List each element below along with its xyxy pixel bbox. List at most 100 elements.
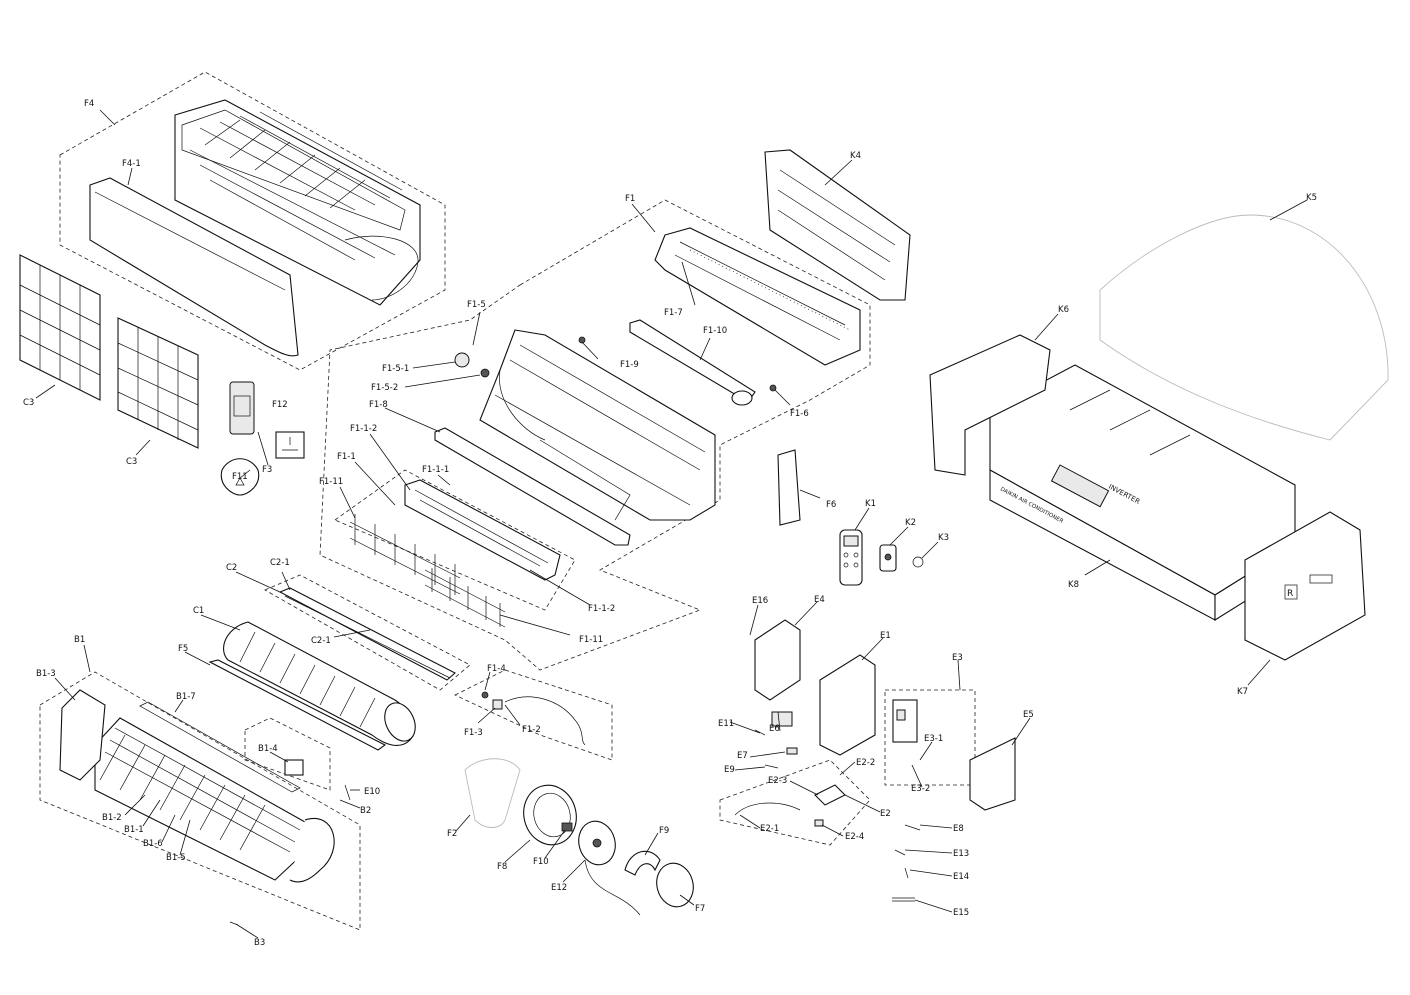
swing-flap	[278, 587, 456, 681]
label-f4-1: F4-1	[122, 159, 141, 169]
label-k8: K8	[1068, 580, 1079, 590]
label-b1: B1	[74, 635, 85, 645]
label-b1-5: B1-5	[166, 853, 186, 863]
label-k1: K1	[865, 499, 876, 509]
label-e3: E3	[952, 653, 963, 663]
rear-air-guide	[654, 227, 861, 366]
label-e1: E1	[880, 631, 891, 641]
label-f11: F11	[232, 472, 248, 482]
packing-bag	[1099, 214, 1389, 441]
label-f1-5: F1-5	[467, 300, 486, 310]
label-e2-4: E2-4	[845, 832, 864, 842]
label-f10: F10	[533, 857, 549, 867]
label-k6: K6	[1058, 305, 1069, 315]
label-e3-1: E3-1	[924, 734, 943, 744]
motor-clamp	[624, 850, 661, 876]
fan-bearing	[464, 758, 521, 828]
label-c2: C2	[226, 563, 237, 573]
label-b2: B2	[360, 806, 371, 816]
label-f1-9: F1-9	[620, 360, 639, 370]
screw-f1-6	[769, 384, 777, 392]
label-e7: E7	[737, 751, 748, 761]
label-f1-4: F1-4	[487, 664, 506, 674]
mounting-plate	[764, 149, 911, 301]
wire-harnesses	[892, 824, 921, 902]
fan-motor	[578, 820, 641, 916]
batteries	[912, 556, 924, 568]
label-e4: E4	[814, 595, 825, 605]
label-c3-left: C3	[23, 398, 34, 408]
group-outline-b1-4	[244, 717, 331, 791]
label-f1-10: F1-10	[703, 326, 727, 336]
label-e2-2: E2-2	[856, 758, 875, 768]
instruction-label	[275, 431, 305, 459]
label-k7: K7	[1237, 687, 1248, 697]
label-f1-5-2: F1-5-2	[371, 383, 398, 393]
label-e3-2: E3-2	[911, 784, 930, 794]
front-grille-assembly	[479, 329, 716, 521]
label-b1-4: B1-4	[258, 744, 278, 754]
top-cover-strip	[139, 701, 301, 793]
packing-block-left	[929, 334, 1051, 476]
label-f1-7: F1-7	[664, 308, 683, 318]
label-e2-3: E2-3	[768, 776, 787, 786]
label-f1-1-2-top: F1-1-2	[350, 424, 377, 434]
group-outline-e2	[719, 759, 871, 846]
group-outline-f4	[59, 71, 446, 371]
label-f1-11-top: F1-11	[319, 477, 343, 487]
label-e10: E10	[364, 787, 380, 797]
sensor-parts	[754, 729, 798, 769]
label-e16: E16	[752, 596, 768, 606]
swing-motor-parts	[481, 691, 586, 746]
label-b1-3: B1-3	[36, 669, 56, 679]
label-f3: F3	[262, 465, 272, 475]
front-panel	[89, 177, 299, 357]
label-f7: F7	[695, 904, 705, 914]
label-f1-6: F1-6	[790, 409, 809, 419]
label-k5: K5	[1306, 193, 1317, 203]
leader-lines	[35, 109, 1308, 939]
remote-holder	[879, 544, 897, 572]
packing-block-right	[1244, 511, 1366, 661]
label-f9: F9	[659, 826, 669, 836]
label-c2-1-mid: C2-1	[311, 636, 331, 646]
label-k4: K4	[850, 151, 861, 161]
vertical-flaps-left	[349, 514, 461, 595]
terminal-block	[771, 711, 793, 727]
group-outline-f1-1	[334, 469, 576, 611]
flap-bar	[434, 427, 631, 546]
control-pcb-box	[819, 654, 876, 756]
indoor-unit-body	[174, 99, 421, 306]
control-box-cover	[754, 619, 801, 701]
label-e13: E13	[953, 849, 969, 859]
label-e8: E8	[953, 824, 964, 834]
label-f8: F8	[497, 862, 507, 872]
label-f5: F5	[178, 644, 188, 654]
piping-cover	[777, 449, 801, 526]
group-outline-f1	[319, 199, 871, 671]
label-e5: E5	[1023, 710, 1034, 720]
label-f6: F6	[826, 500, 836, 510]
label-f1-2: F1-2	[522, 725, 541, 735]
label-c1: C1	[193, 606, 204, 616]
label-f1-3: F1-3	[464, 728, 483, 738]
air-filter-left	[19, 254, 101, 401]
label-e2-1: E2-1	[760, 824, 779, 834]
thermistor-e10	[344, 784, 351, 801]
fan-motor-cover	[523, 784, 577, 846]
label-b1-1: B1-1	[124, 825, 144, 835]
label-b3: B3	[254, 938, 265, 948]
label-f1-1-2-bottom: F1-1-2	[588, 604, 615, 614]
vertical-flaps-right	[424, 568, 506, 628]
display-unit	[229, 381, 255, 435]
cross-flow-fan	[223, 621, 416, 746]
label-f1: F1	[625, 194, 635, 204]
label-b1-7: B1-7	[176, 692, 196, 702]
group-outline-c2	[264, 574, 471, 691]
bearing-bar	[208, 659, 387, 751]
label-e2: E2	[880, 809, 891, 819]
group-outline-b1	[39, 671, 361, 931]
warning-sticker	[220, 458, 260, 496]
callout-labels: F4 F4-1 C3 C3 F12 F3 F11 F1-5 F1-5-1 F1-…	[23, 99, 1317, 948]
label-b1-2: B1-2	[102, 813, 122, 823]
